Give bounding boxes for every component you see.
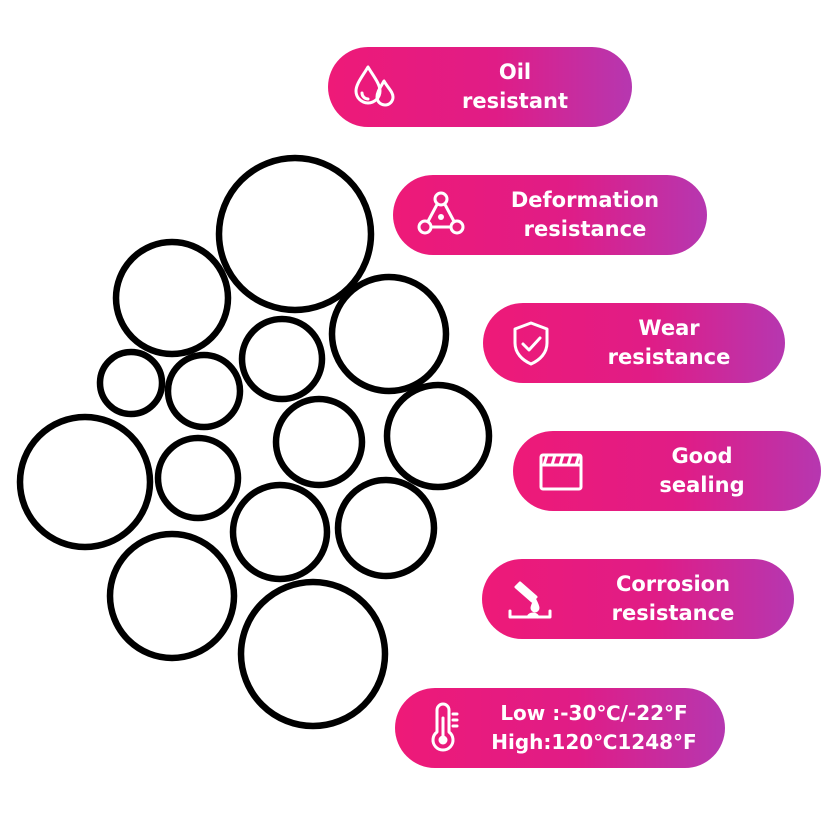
- o-ring: [238, 315, 326, 403]
- feature-subtitle: sealing: [659, 473, 745, 497]
- feature-label: Good sealing: [605, 431, 799, 511]
- feature-subtitle: resistance: [523, 217, 647, 241]
- feature-label: Deformation resistance: [485, 175, 685, 255]
- corrosion-dropper-icon: [502, 571, 558, 627]
- oil-drops-icon: [348, 59, 404, 115]
- feature-title: Low :-30℃/-22°F: [500, 701, 688, 725]
- o-ring: [272, 395, 366, 489]
- feature-title: Wear: [638, 316, 700, 340]
- feature-subtitle: resistance: [607, 345, 731, 369]
- feature-corrosion-resistance: Corrosion resistance: [482, 559, 794, 639]
- feature-oil-resistant: Oil resistant: [328, 47, 632, 127]
- feature-subtitle: resistant: [462, 89, 568, 113]
- feature-wear-resistance: Wear resistance: [483, 303, 785, 383]
- o-ring: [164, 351, 244, 431]
- feature-title: Oil: [498, 60, 532, 84]
- o-ring: [215, 154, 375, 314]
- o-ring: [154, 434, 242, 522]
- o-ring: [328, 273, 450, 395]
- feature-title: Deformation: [510, 188, 660, 212]
- feature-temperature-range: Low :-30℃/-22°F High:120℃1248°F: [395, 688, 725, 768]
- o-ring: [229, 481, 331, 583]
- feature-label: Corrosion resistance: [574, 559, 772, 639]
- feature-label: Low :-30℃/-22°F High:120℃1248°F: [479, 688, 709, 768]
- o-ring: [334, 476, 438, 580]
- feature-deformation-resistance: Deformation resistance: [393, 175, 707, 255]
- feature-subtitle: resistance: [611, 601, 735, 625]
- feature-label: Wear resistance: [575, 303, 763, 383]
- feature-title: Good: [671, 444, 733, 468]
- o-ring: [237, 578, 389, 730]
- triangle-nodes-icon: [413, 187, 469, 243]
- shield-check-icon: [503, 315, 559, 371]
- o-ring: [96, 348, 166, 418]
- o-ring: [383, 381, 493, 491]
- sealed-box-icon: [533, 443, 589, 499]
- o-ring: [16, 413, 154, 551]
- o-ring: [106, 530, 238, 662]
- feature-title: Corrosion: [615, 572, 731, 596]
- feature-subtitle: High:120℃1248°F: [491, 730, 697, 754]
- feature-good-sealing: Good sealing: [513, 431, 821, 511]
- feature-label: Oil resistant: [420, 47, 610, 127]
- o-ring: [112, 238, 232, 358]
- thermometer-icon: [415, 700, 471, 756]
